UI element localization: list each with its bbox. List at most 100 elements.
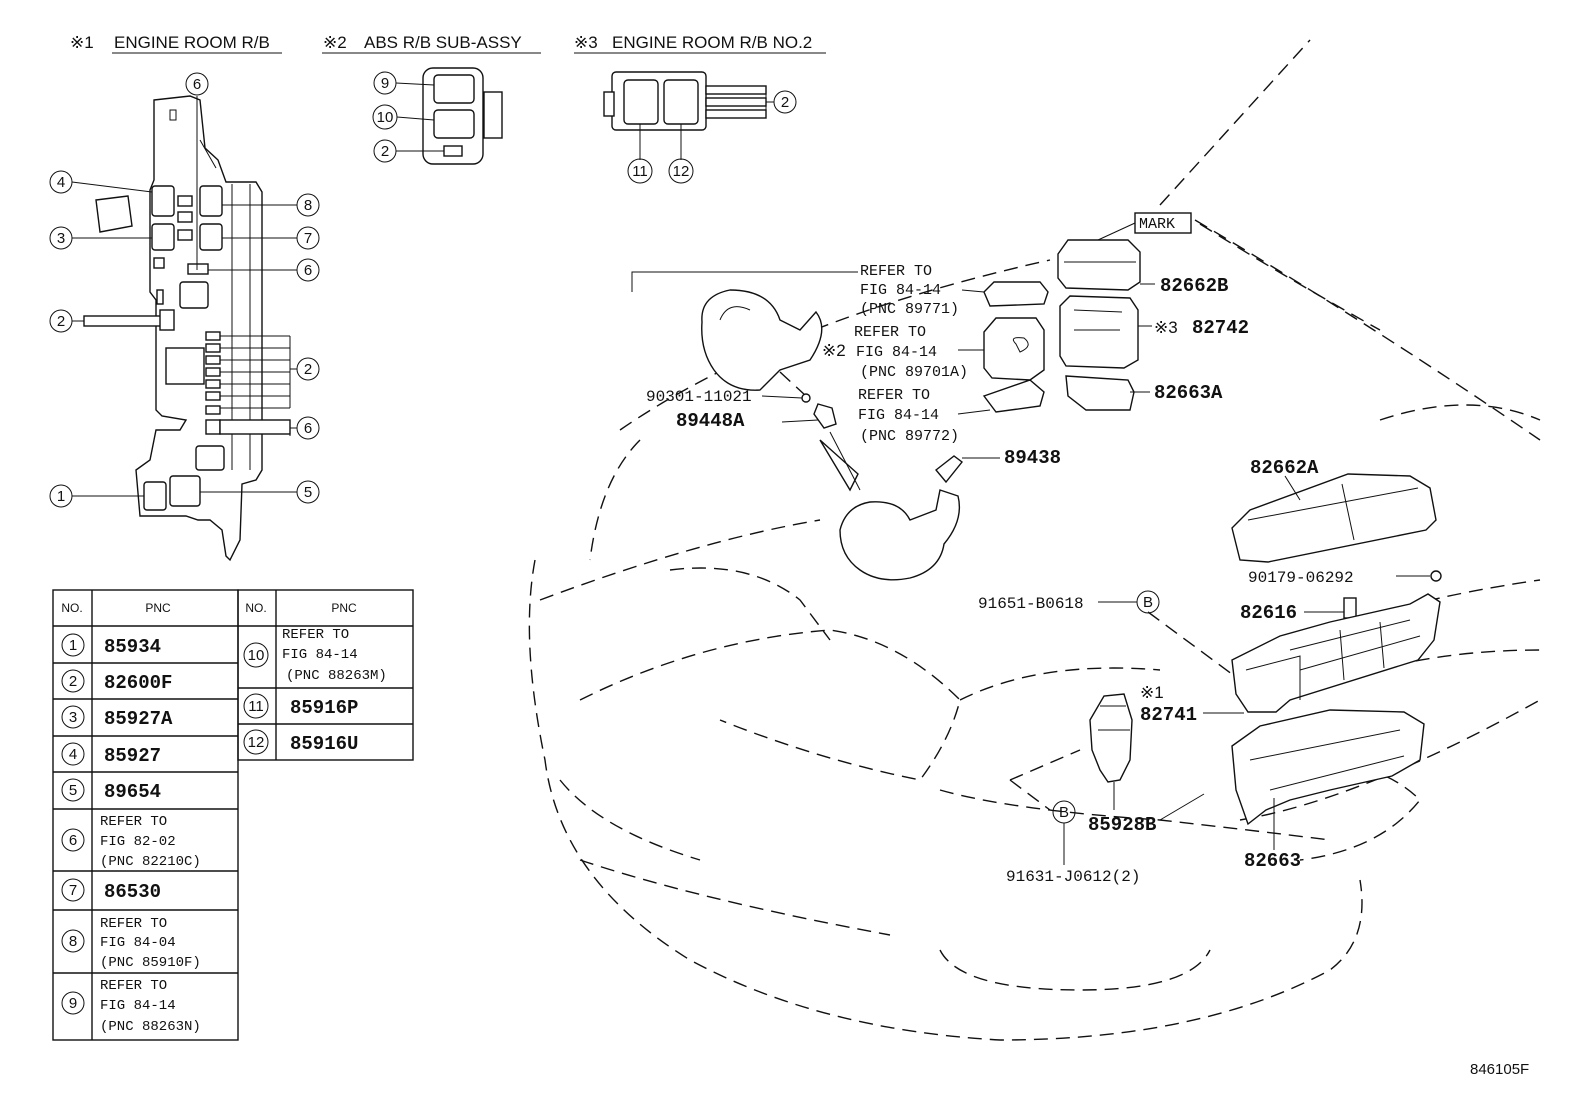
table-no-4: 4 xyxy=(69,746,77,763)
table-head-pnc-left: PNC xyxy=(145,601,171,615)
table-pnc-2: 82600F xyxy=(104,672,172,694)
table-pnc-11: 85916P xyxy=(290,697,358,719)
engine-room-rb-no2-drawing: 2 11 12 xyxy=(603,71,797,184)
table-ref8-l3: (PNC 85910F) xyxy=(100,955,201,971)
callout-b-upper: B xyxy=(1143,594,1153,611)
callout-3: 3 xyxy=(57,230,65,247)
callout-2-abs: 2 xyxy=(381,143,389,160)
table-no-3: 3 xyxy=(69,709,77,726)
header-engine-room-rb-no2: ※3 ENGINE ROOM R/B NO.2 xyxy=(574,33,826,54)
vehicle-outline xyxy=(528,39,1541,1041)
table-pnc-4: 85927 xyxy=(104,745,161,767)
figure-id: 846105F xyxy=(1470,1061,1529,1078)
table-pnc-5: 89654 xyxy=(104,781,161,803)
callout-4: 4 xyxy=(57,174,65,191)
table-pnc-1: 85934 xyxy=(104,636,161,658)
ref-89701a: REFER TO ※2 FIG 84-14 (PNC 89701A) xyxy=(822,324,968,381)
label-90179-06292: 90179-06292 xyxy=(1248,569,1354,587)
table-ref9-l1: REFER TO xyxy=(100,978,167,994)
callout-2-right: 2 xyxy=(304,361,312,378)
header-abs-rb: ※2 ABS R/B SUB-ASSY xyxy=(322,33,541,54)
abs-rb-drawing: 9 10 2 xyxy=(372,67,503,165)
table-pnc-3: 85927A xyxy=(104,708,173,730)
callout-1: 1 xyxy=(57,488,65,505)
ref2-line2: FIG 84-14 xyxy=(856,344,937,361)
table-no-1: 1 xyxy=(69,637,77,654)
table-no-12: 12 xyxy=(248,734,265,751)
table-no-11: 11 xyxy=(248,698,264,715)
label-82742-mark: ※3 xyxy=(1154,318,1178,337)
mark-box-label: MARK xyxy=(1139,216,1175,233)
upper-covers: MARK xyxy=(957,212,1192,415)
header-1-text: ENGINE ROOM R/B xyxy=(114,33,270,52)
callouts-block1: 6 4 3 2 1 8 7 6 2 6 5 xyxy=(49,72,320,508)
table-ref10-l2: FIG 84-14 xyxy=(282,647,358,663)
label-82662B: 82662B xyxy=(1160,275,1228,297)
ref-89772: REFER TO FIG 84-14 (PNC 89772) xyxy=(858,387,959,445)
table-no-8: 8 xyxy=(69,933,77,950)
ref2-mark: ※2 xyxy=(822,341,846,360)
callout-10: 10 xyxy=(377,109,394,126)
callout-11: 11 xyxy=(632,163,648,180)
header-engine-room-rb: ※1 ENGINE ROOM R/B xyxy=(70,33,282,54)
callout-5: 5 xyxy=(304,484,312,501)
ref3-line1: REFER TO xyxy=(858,387,930,404)
label-89438: 89438 xyxy=(1004,447,1061,469)
engine-room-rb-drawing xyxy=(83,95,291,562)
washer-tank-area xyxy=(701,289,1000,581)
table-head-no-right: NO. xyxy=(245,601,266,615)
table-no-9: 9 xyxy=(69,995,77,1012)
table-no-6: 6 xyxy=(69,832,77,849)
ref2-line3: (PNC 89701A) xyxy=(860,364,968,381)
label-82662A: 82662A xyxy=(1250,457,1319,479)
header-2-text: ABS R/B SUB-ASSY xyxy=(364,33,522,52)
table-ref9-l3: (PNC 88263N) xyxy=(100,1019,201,1035)
table-ref8-l2: FIG 84-04 xyxy=(100,935,176,951)
label-91631-J0612: 91631-J0612(2) xyxy=(1006,868,1140,886)
ref3-line2: FIG 84-14 xyxy=(858,407,939,424)
header-2-mark: ※2 xyxy=(323,33,347,52)
callout-6-mid: 6 xyxy=(304,262,312,279)
ref2-line1: REFER TO xyxy=(854,324,926,341)
callout-6-low: 6 xyxy=(304,420,312,437)
lower-right-parts: B B xyxy=(1052,473,1442,865)
table-pnc-7: 86530 xyxy=(104,881,161,903)
table-ref6-l2: FIG 82-02 xyxy=(100,834,176,850)
label-82742: 82742 xyxy=(1192,317,1249,339)
callout-12: 12 xyxy=(673,163,690,180)
callout-2-no2: 2 xyxy=(781,94,789,111)
ref1-line1: REFER TO xyxy=(860,263,932,280)
callout-2-left: 2 xyxy=(57,313,65,330)
table-ref6-l3: (PNC 82210C) xyxy=(100,854,201,870)
table-head-no-left: NO. xyxy=(61,601,82,615)
callout-7: 7 xyxy=(304,230,312,247)
label-85928B: 85928B xyxy=(1088,814,1156,836)
callout-b-lower: B xyxy=(1059,804,1069,821)
table-no-7: 7 xyxy=(69,882,77,899)
label-82663: 82663 xyxy=(1244,850,1301,872)
label-82741-mark: ※1 xyxy=(1140,683,1164,702)
table-pnc-12: 85916U xyxy=(290,733,358,755)
label-89448A: 89448A xyxy=(676,410,745,432)
ref1-line3: (PNC 89771) xyxy=(860,301,959,318)
header-3-text: ENGINE ROOM R/B NO.2 xyxy=(612,33,812,52)
callout-9: 9 xyxy=(381,75,389,92)
table-ref10-l1: REFER TO xyxy=(282,627,349,643)
label-90301-11021: 90301-11021 xyxy=(646,388,752,406)
ref1-line2: FIG 84-14 xyxy=(860,282,941,299)
label-82663A: 82663A xyxy=(1154,382,1223,404)
table-no-5: 5 xyxy=(69,782,77,799)
table-no-2: 2 xyxy=(69,673,77,690)
table-ref9-l2: FIG 84-14 xyxy=(100,998,176,1014)
table-head-pnc-right: PNC xyxy=(331,601,357,615)
table-ref6-l1: REFER TO xyxy=(100,814,167,830)
label-82616: 82616 xyxy=(1240,602,1297,624)
label-82741: 82741 xyxy=(1140,704,1197,726)
table-ref10-l3: (PNC 88263M) xyxy=(286,668,387,684)
callout-6-top: 6 xyxy=(193,76,201,93)
header-1-mark: ※1 xyxy=(70,33,94,52)
label-91651-B0618: 91651-B0618 xyxy=(978,595,1084,613)
ref3-line3: (PNC 89772) xyxy=(860,428,959,445)
callout-8: 8 xyxy=(304,197,312,214)
